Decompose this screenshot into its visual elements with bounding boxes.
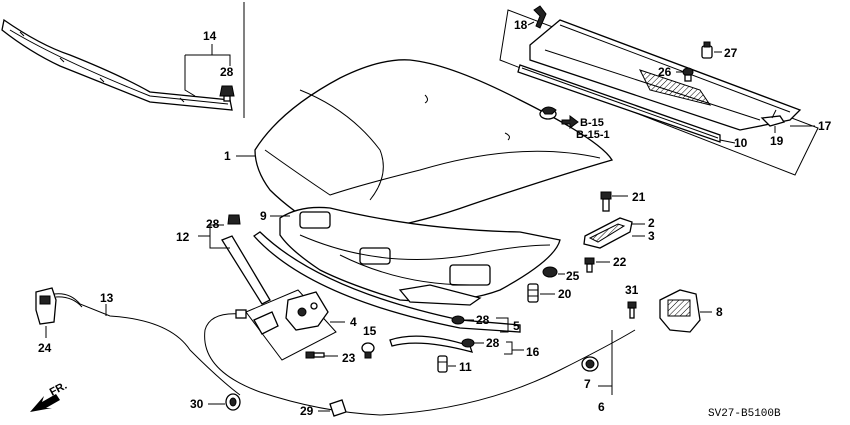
callout-12: 12 (176, 230, 190, 244)
callout-19: 19 (770, 134, 784, 148)
hood-seal-inset-part (1, 18, 233, 111)
leader-12b (209, 224, 224, 236)
hood-lock (285, 291, 329, 331)
callout-30: 30 (190, 397, 204, 411)
callout-11: 11 (459, 360, 472, 374)
leader-14a (184, 55, 196, 97)
release-lever (35, 287, 57, 325)
callout-25: 25 (566, 269, 580, 283)
clip-27 (701, 41, 713, 59)
callout-13: 13 (100, 291, 114, 305)
lock-cover (253, 311, 279, 335)
cowl-top-panel (529, 19, 802, 131)
leader-18 (527, 21, 535, 26)
callout-3: 3 (648, 229, 655, 243)
callout-23: 23 (342, 351, 356, 365)
callout-27: 27 (724, 46, 738, 60)
hood-hinge (583, 217, 633, 249)
leader-10 (719, 139, 736, 144)
lock-group-frame (245, 289, 337, 361)
callout-28-seal: 28 (206, 217, 220, 231)
seal-16 (389, 335, 473, 353)
callout-1: 1 (224, 149, 231, 163)
leader-5 (496, 317, 509, 333)
clip-28-16 (461, 338, 475, 348)
grommet-30 (225, 393, 241, 411)
callout-28-5: 28 (476, 313, 490, 327)
diagram-code: SV27-B5100B (708, 408, 781, 420)
reference-b15-1: B-15-1 (576, 129, 610, 141)
callout-15: 15 (363, 324, 377, 338)
callout-29: 29 (300, 404, 314, 418)
leader-14b (185, 54, 231, 66)
callout-8: 8 (716, 305, 723, 319)
callout-22: 22 (613, 255, 627, 269)
callout-18: 18 (514, 18, 528, 32)
bumper-15 (361, 342, 375, 359)
callout-31: 31 (625, 283, 639, 297)
clip-28-5 (451, 315, 465, 325)
callout-20: 20 (558, 287, 572, 301)
callout-6: 6 (598, 400, 605, 414)
grommet-7 (581, 356, 599, 372)
cable-clip-29 (329, 399, 347, 417)
callout-28-inset: 28 (220, 65, 234, 79)
reference-b15: B-15 (580, 117, 604, 129)
callout-28-16: 28 (486, 336, 500, 350)
cowl-seal-10 (517, 64, 721, 143)
hood-inner-frame (279, 206, 561, 306)
bolt-21 (600, 191, 612, 212)
grommet-b15 (539, 106, 557, 120)
callout-4: 4 (350, 315, 357, 329)
direction-label: FR. (48, 380, 69, 399)
callout-9: 9 (260, 209, 267, 223)
leader-16 (504, 341, 513, 355)
callout-2: 2 (648, 216, 655, 230)
front-direction-arrow-icon (30, 394, 60, 412)
callout-17: 17 (818, 119, 832, 133)
callout-26: 26 (658, 65, 672, 79)
stay-11 (437, 355, 448, 373)
bolt-22 (584, 257, 595, 273)
bolt-31 (627, 301, 637, 319)
callout-21: 21 (632, 190, 646, 204)
callout-5: 5 (513, 319, 520, 333)
callout-14: 14 (203, 29, 217, 43)
callout-24: 24 (38, 341, 52, 355)
callout-16: 16 (526, 345, 540, 359)
clip-26 (682, 67, 694, 82)
clip-28-seal (227, 214, 241, 225)
callout-7: 7 (584, 377, 591, 391)
stay-20 (527, 283, 539, 303)
cushion-25 (542, 266, 558, 278)
release-cable (53, 293, 241, 396)
arrow-right-icon (561, 115, 579, 129)
hood-seal-12 (221, 231, 521, 333)
clip-28-inset (219, 85, 235, 102)
leader-12 (198, 235, 230, 249)
clip-19 (760, 109, 786, 127)
latch-bracket (659, 289, 701, 333)
bolt-23 (305, 351, 325, 359)
hood-release-cable (204, 309, 636, 416)
callout-10: 10 (734, 136, 748, 150)
fastener-18 (533, 5, 547, 29)
